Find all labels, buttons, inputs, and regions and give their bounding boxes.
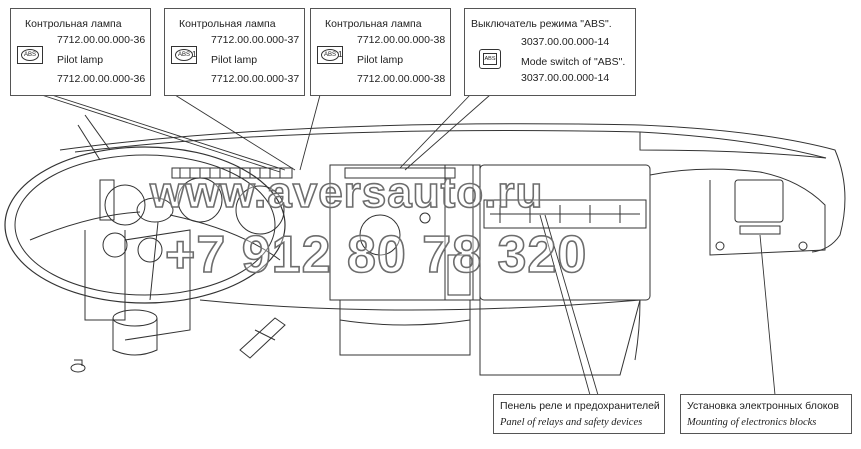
lamp3-title-en: Pilot lamp <box>357 54 404 66</box>
callout-relay-panel: Пенель реле и предохранителей Panel of r… <box>493 394 665 434</box>
lamp2-title-en: Pilot lamp <box>211 54 258 66</box>
lamp2-part-bottom: 7712.00.00.000-37 <box>211 73 300 85</box>
lamp-abs-icon: ABS 1 <box>317 46 343 64</box>
switch-part-top: 3037.00.00.000-14 <box>521 36 610 48</box>
callout-pilot-lamp-36: Контрольная лампа 7712.00.00.000-36 ABS … <box>10 8 151 96</box>
switch-part-bottom: 3037.00.00.000-14 <box>521 72 610 84</box>
relays-title-en: Panel of relays and safety devices <box>500 417 643 428</box>
callout-abs-mode-switch: Выключатель режима "ABS". 3037.00.00.000… <box>464 8 636 96</box>
lamp3-part-bottom: 7712.00.00.000-38 <box>357 73 446 85</box>
switch-abs-icon: ABS <box>479 49 501 69</box>
callout-pilot-lamp-38: Контрольная лампа 7712.00.00.000-38 ABS … <box>310 8 451 96</box>
switch-title-ru: Выключатель режима "ABS". <box>471 18 612 30</box>
lamp2-part-top: 7712.00.00.000-37 <box>211 34 300 46</box>
callout-pilot-lamp-37: Контрольная лампа 7712.00.00.000-37 ABS … <box>164 8 305 96</box>
electronics-title-en: Mounting of electronics blocks <box>687 417 817 428</box>
lamp2-title-ru: Контрольная лампа <box>179 18 276 30</box>
lamp1-part-top: 7712.00.00.000-36 <box>57 34 146 46</box>
electronics-title-ru: Установка электронных блоков <box>687 400 839 412</box>
watermark-phone: +7 912 80 78 320 <box>164 225 588 285</box>
lamp3-title-ru: Контрольная лампа <box>325 18 422 30</box>
lamp1-title-en: Pilot lamp <box>57 54 104 66</box>
lamp1-part-bottom: 7712.00.00.000-36 <box>57 73 146 85</box>
lamp-abs-icon: ABS <box>17 46 43 64</box>
relays-title-ru: Пенель реле и предохранителей <box>500 400 660 412</box>
watermark-site: www.aversauto.ru <box>149 167 544 218</box>
switch-title-en: Mode switch of "ABS". <box>521 56 626 68</box>
lamp1-title-ru: Контрольная лампа <box>25 18 122 30</box>
lamp3-part-top: 7712.00.00.000-38 <box>357 34 446 46</box>
lamp-abs-icon: ABS 1 <box>171 46 197 64</box>
callout-electronics-blocks: Установка электронных блоков Mounting of… <box>680 394 852 434</box>
